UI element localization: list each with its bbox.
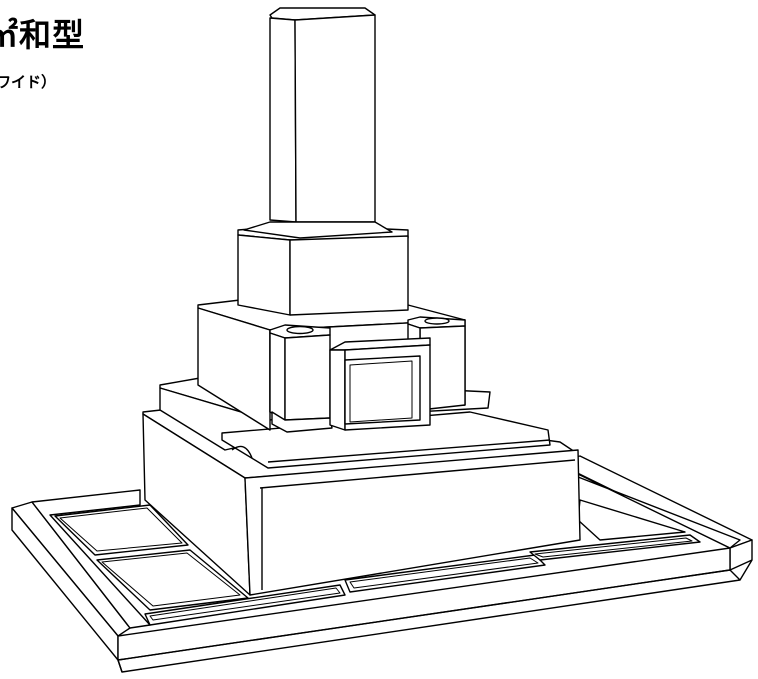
flower-vase-left bbox=[269, 324, 333, 433]
page-title: ㎡和型 bbox=[0, 16, 86, 54]
page-subtitle: ワイド） bbox=[0, 73, 57, 91]
incense-holder bbox=[329, 337, 431, 431]
top-pedestal bbox=[237, 224, 409, 316]
main-stone bbox=[243, 7, 393, 239]
base-frame bbox=[11, 455, 753, 673]
paving-slabs bbox=[54, 499, 701, 626]
